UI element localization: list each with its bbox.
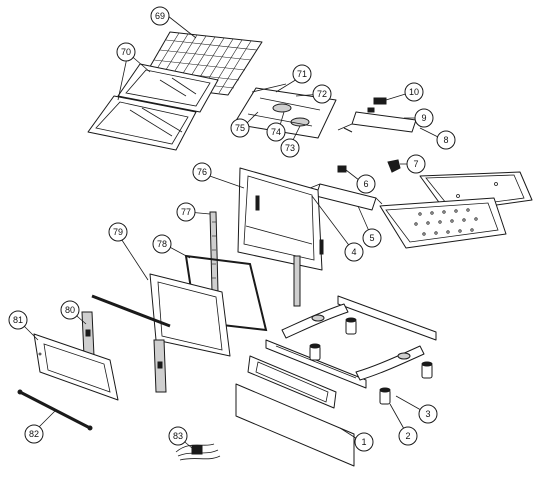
callout-77: 77 bbox=[176, 202, 196, 222]
callout-82: 82 bbox=[24, 424, 44, 444]
callout-label: 70 bbox=[121, 47, 131, 57]
callout-75: 75 bbox=[230, 118, 250, 138]
part-door-hinge-channel-right bbox=[293, 255, 301, 307]
callout-label: 78 bbox=[157, 239, 167, 249]
part-leveling-leg-3 bbox=[421, 361, 433, 379]
callout-81: 81 bbox=[8, 310, 28, 330]
part-leveling-leg-4 bbox=[379, 387, 391, 405]
callout-7: 7 bbox=[406, 154, 426, 174]
part-base-rail-right bbox=[337, 295, 437, 341]
callout-79: 79 bbox=[108, 222, 128, 242]
part-leveling-leg-1 bbox=[345, 317, 357, 335]
part-outer-door bbox=[33, 333, 119, 401]
callout-9: 9 bbox=[414, 108, 434, 128]
part-upper-element-assembly bbox=[337, 97, 425, 133]
callout-1: 1 bbox=[354, 432, 374, 452]
callout-label: 71 bbox=[297, 69, 307, 79]
callout-label: 3 bbox=[425, 409, 430, 419]
callout-83: 83 bbox=[168, 426, 188, 446]
callout-label: 76 bbox=[197, 167, 207, 177]
callout-label: 73 bbox=[285, 143, 295, 153]
callout-69: 69 bbox=[150, 6, 170, 26]
callout-label: 80 bbox=[65, 305, 75, 315]
callout-label: 75 bbox=[235, 123, 245, 133]
part-wire-harness bbox=[175, 443, 221, 461]
part-base-bracket-rear bbox=[281, 303, 349, 339]
part-oven-bottom-panel bbox=[379, 197, 507, 249]
callout-4: 4 bbox=[344, 242, 364, 262]
part-drawer-frame bbox=[247, 355, 337, 409]
callout-74: 74 bbox=[266, 122, 286, 142]
callout-6: 6 bbox=[356, 174, 376, 194]
part-broil-pan-lower bbox=[87, 95, 197, 151]
callout-label: 6 bbox=[363, 179, 368, 189]
part-door-handle bbox=[17, 389, 93, 431]
callout-3: 3 bbox=[418, 404, 438, 424]
part-drawer-front bbox=[235, 383, 355, 467]
part-drawer-rail-left bbox=[265, 339, 367, 389]
callout-8: 8 bbox=[436, 130, 456, 150]
part-leveling-leg-2 bbox=[309, 343, 321, 361]
callout-label: 79 bbox=[113, 227, 123, 237]
part-bake-element-tray bbox=[233, 83, 337, 139]
callout-label: 74 bbox=[271, 127, 281, 137]
callout-label: 2 bbox=[405, 431, 410, 441]
callout-label: 72 bbox=[317, 89, 327, 99]
callout-label: 77 bbox=[181, 207, 191, 217]
callout-label: 5 bbox=[369, 233, 374, 243]
callout-10: 10 bbox=[404, 82, 424, 102]
part-door-hinge-channel bbox=[209, 211, 219, 293]
callout-78: 78 bbox=[152, 234, 172, 254]
callout-label: 10 bbox=[409, 87, 419, 97]
callout-70: 70 bbox=[116, 42, 136, 62]
callout-label: 83 bbox=[173, 431, 183, 441]
callout-label: 9 bbox=[421, 113, 426, 123]
callout-label: 7 bbox=[413, 159, 418, 169]
callout-label: 81 bbox=[13, 315, 23, 325]
callout-2: 2 bbox=[398, 426, 418, 446]
callout-label: 8 bbox=[443, 135, 448, 145]
callout-label: 82 bbox=[29, 429, 39, 439]
callout-71: 71 bbox=[292, 64, 312, 84]
part-broil-pan-upper bbox=[117, 63, 219, 113]
callout-label: 69 bbox=[155, 11, 165, 21]
part-door-glass bbox=[149, 273, 231, 357]
callout-80: 80 bbox=[60, 300, 80, 320]
part-base-bracket-front bbox=[355, 345, 425, 381]
callout-76: 76 bbox=[192, 162, 212, 182]
callout-label: 1 bbox=[361, 437, 366, 447]
callout-label: 4 bbox=[351, 247, 356, 257]
callout-73: 73 bbox=[280, 138, 300, 158]
callout-5: 5 bbox=[362, 228, 382, 248]
part-small-bracket bbox=[387, 159, 401, 173]
part-door-inner-frame bbox=[237, 167, 324, 271]
callout-72: 72 bbox=[312, 84, 332, 104]
